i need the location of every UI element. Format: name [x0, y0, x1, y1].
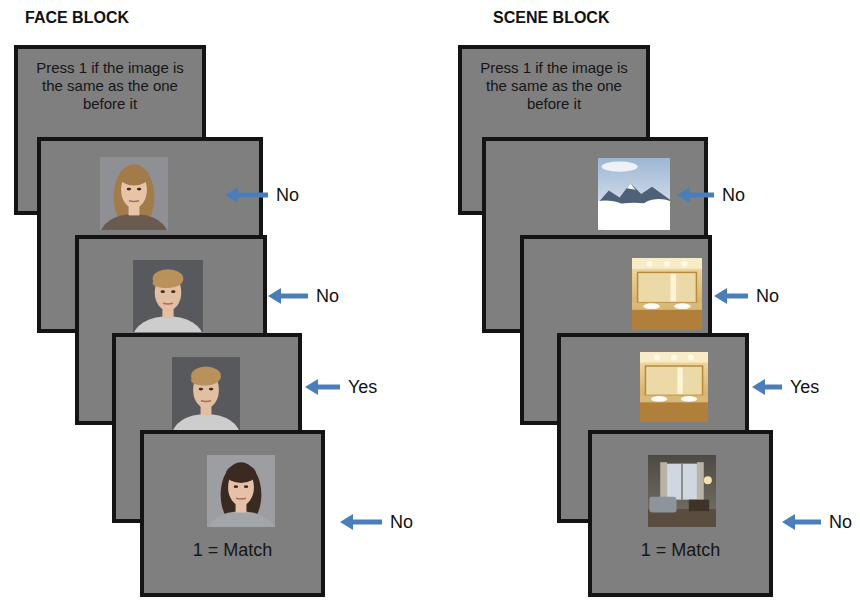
response-label: No [388, 511, 415, 533]
response-label: No [720, 184, 747, 206]
face-photo [100, 157, 168, 230]
scene-photo [598, 158, 670, 230]
block-heading: SCENE BLOCK [493, 8, 609, 28]
screen-frame [590, 432, 771, 595]
instruction-text: Press 1 if the image is the same as the … [25, 59, 195, 113]
instruction-text: Press 1 if the image is the same as the … [469, 59, 639, 113]
face-photo [172, 357, 240, 430]
face-photo [133, 260, 203, 332]
instruction-screen: Press 1 if the image is the same as the … [14, 45, 206, 215]
pointer-arrow [225, 187, 268, 203]
response-screen: 1 = Match [140, 430, 325, 597]
pointer-arrow [305, 379, 340, 395]
response-key-text: 1 = Match [641, 539, 721, 561]
scene-photo [648, 455, 716, 527]
scene-photo [632, 258, 702, 330]
response-label: No [314, 285, 341, 307]
scene-photo [640, 352, 708, 422]
pointer-arrow [268, 288, 308, 304]
instruction-screen: Press 1 if the image is the same as the … [458, 45, 650, 215]
pointer-arrow [782, 514, 821, 530]
screen-frame [142, 432, 323, 595]
block-heading: FACE BLOCK [25, 8, 129, 28]
pointer-arrow [677, 187, 714, 203]
response-label: No [827, 511, 854, 533]
pointer-arrow [340, 514, 382, 530]
response-key-text: 1 = Match [193, 539, 273, 561]
response-screen: 1 = Match [588, 430, 773, 597]
face-photo [207, 455, 275, 527]
response-label: No [274, 184, 301, 206]
response-label: Yes [788, 376, 821, 398]
response-label: No [754, 285, 781, 307]
pointer-arrow [714, 288, 748, 304]
response-label: Yes [346, 376, 379, 398]
pointer-arrow [752, 379, 782, 395]
